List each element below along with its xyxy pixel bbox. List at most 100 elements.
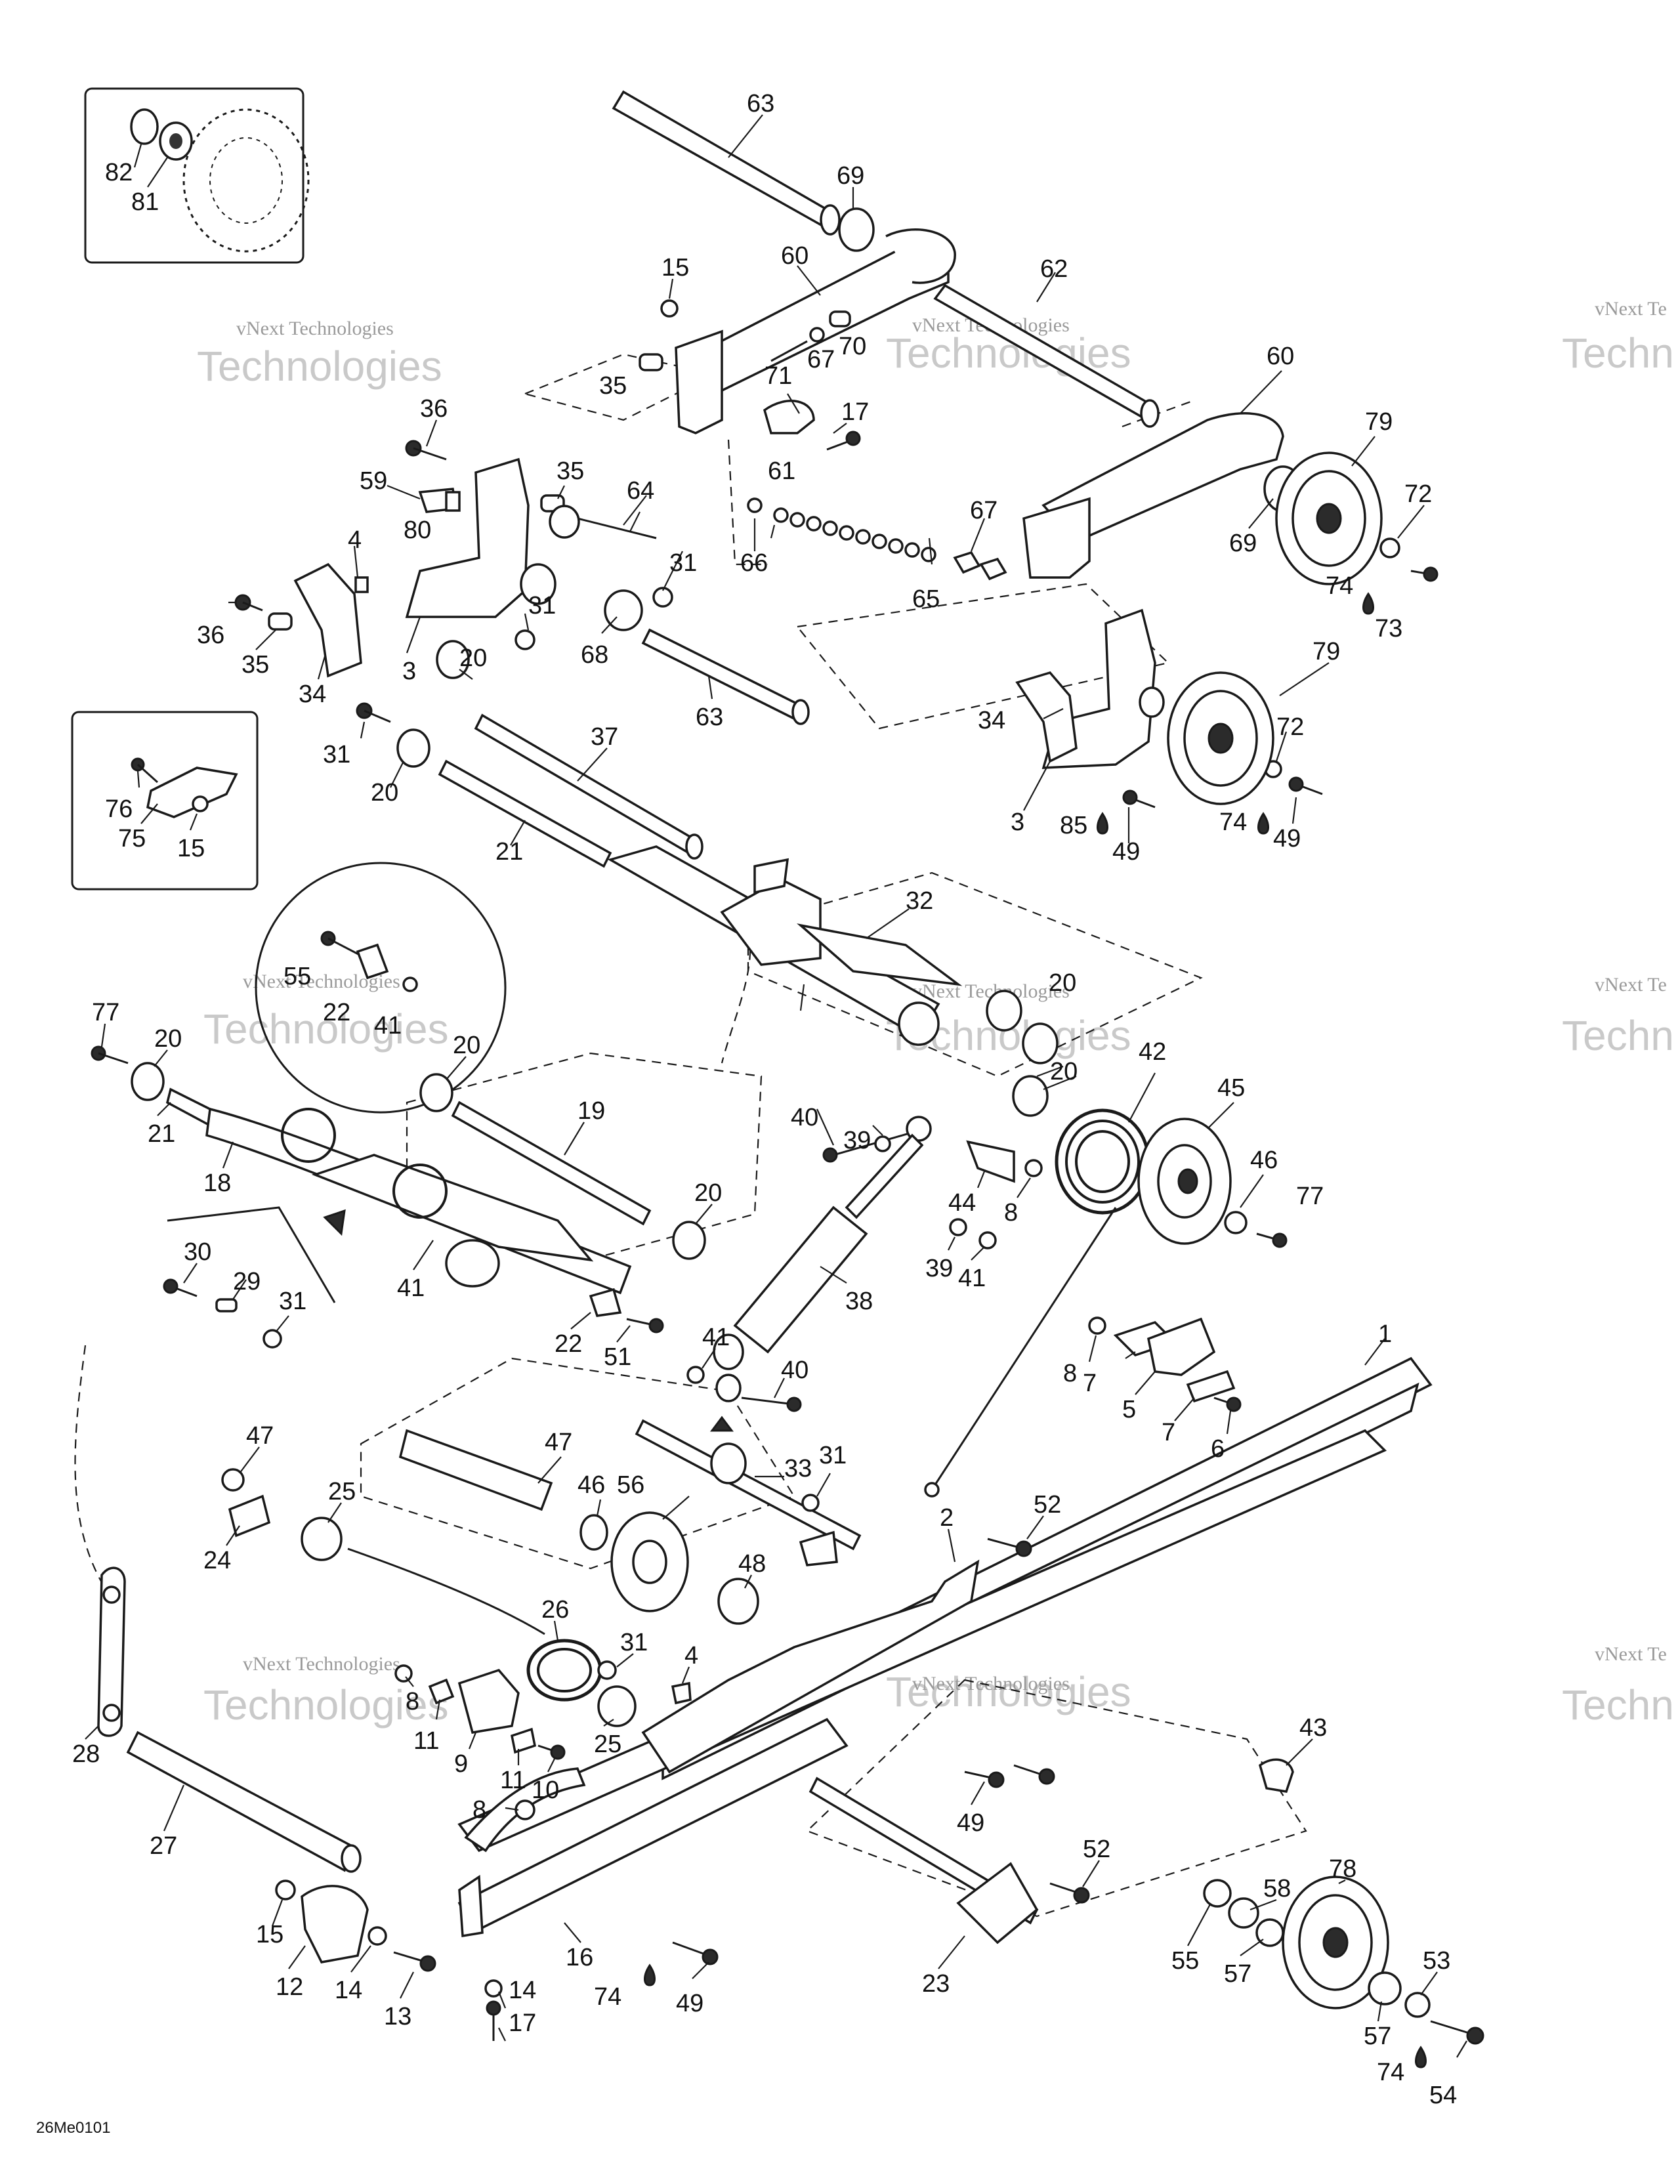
- spacer-70: [829, 310, 851, 327]
- callout-24: 24: [203, 1547, 231, 1574]
- callout-5: 5: [1122, 1396, 1136, 1423]
- callout-55: 55: [1171, 1947, 1199, 1975]
- callout-47: 47: [545, 1429, 572, 1456]
- watermark-tech: Technologies: [203, 1005, 449, 1053]
- callout-74: 74: [594, 1983, 621, 2011]
- watermark-fragment: Techn: [1562, 329, 1674, 377]
- nut-8-pad9: [394, 1664, 413, 1683]
- nut-31-left: [262, 1329, 282, 1349]
- callout-75: 75: [118, 825, 146, 852]
- callout-35: 35: [599, 372, 627, 400]
- callout-27: 27: [150, 1832, 177, 1860]
- callout-74: 74: [1377, 2059, 1404, 2086]
- callout-21: 21: [495, 838, 523, 866]
- shaft-19: [451, 1101, 652, 1226]
- callout-55: 55: [284, 963, 311, 990]
- callout-63: 63: [747, 90, 774, 117]
- spacer-35-lower: [268, 612, 293, 631]
- cam-61: [763, 400, 815, 434]
- inset-76-75-15: [71, 711, 259, 891]
- drop-icon: [644, 1964, 656, 1986]
- callout-26: 26: [541, 1596, 569, 1624]
- callout-77: 77: [92, 999, 119, 1026]
- inset-82-81: [84, 87, 310, 264]
- callout-53: 53: [1423, 1947, 1450, 1975]
- callout-7: 7: [1162, 1419, 1175, 1446]
- arrow-marker: [323, 1209, 346, 1236]
- left-side-plate-assembly: [234, 353, 810, 725]
- callout-43: 43: [1299, 1714, 1327, 1742]
- callout-3: 3: [402, 658, 416, 685]
- callout-61: 61: [768, 457, 795, 485]
- callout-56: 56: [617, 1471, 644, 1499]
- slide-rail-1: [457, 1356, 1433, 1938]
- washer-46-right: [1224, 1211, 1248, 1234]
- callout-57: 57: [1364, 2023, 1391, 2050]
- left-lower-parts: [97, 1566, 503, 2041]
- callout-79: 79: [1365, 408, 1393, 436]
- callout-31: 31: [528, 592, 556, 620]
- bushing-20-c: [986, 990, 1022, 1032]
- callout-70: 70: [839, 333, 866, 360]
- plate-11-lower: [510, 1727, 537, 1754]
- callout-29: 29: [233, 1268, 261, 1295]
- callout-85: 85: [1060, 812, 1087, 839]
- callout-76: 76: [105, 795, 133, 823]
- watermark-fragment: Techn: [1562, 1681, 1674, 1729]
- shaft-21: [438, 759, 612, 868]
- callout-9: 9: [454, 1750, 468, 1778]
- callout-58: 58: [1263, 1875, 1291, 1902]
- callout-38: 38: [845, 1288, 873, 1315]
- ring-47: [221, 1468, 245, 1492]
- nut-31-lower: [514, 629, 536, 650]
- watermark-fragment: vNext Te: [1595, 1643, 1667, 1665]
- bolt-71: [770, 340, 808, 362]
- washer-14-left: [368, 1926, 387, 1946]
- bushing-25-upper: [301, 1517, 343, 1561]
- shock-absorber-38: [686, 1116, 1043, 1412]
- callout-46: 46: [1250, 1146, 1278, 1174]
- callout-25: 25: [594, 1731, 621, 1758]
- arm-60-left-bracket: [675, 329, 723, 434]
- callout-6: 6: [1211, 1435, 1225, 1463]
- bushing-20-arm: [419, 1073, 453, 1112]
- callout-68: 68: [581, 641, 608, 669]
- watermark-tech: Technologies: [203, 1681, 449, 1729]
- callout-14: 14: [509, 1977, 536, 2004]
- callout-67: 67: [970, 497, 998, 524]
- nut-8-pad5: [1088, 1316, 1106, 1335]
- callout-48: 48: [738, 1550, 766, 1578]
- callout-11: 11: [413, 1727, 439, 1755]
- callout-20: 20: [371, 779, 398, 807]
- callout-31: 31: [819, 1442, 847, 1469]
- callout-10: 10: [532, 1776, 559, 1804]
- callout-25: 25: [328, 1478, 356, 1505]
- callout-3: 3: [1011, 808, 1024, 836]
- pad-5: [1146, 1317, 1216, 1376]
- shaft-37: [474, 713, 698, 855]
- watermark-text: vNext Technologies: [912, 1673, 1070, 1694]
- callout-20: 20: [694, 1179, 722, 1207]
- bushing-20-d: [1022, 1022, 1059, 1064]
- side-plate-3-left: [405, 457, 530, 618]
- bushing-left: [520, 563, 556, 605]
- link-28: [97, 1566, 126, 1737]
- callout-49: 49: [1112, 838, 1140, 866]
- callout-79: 79: [1312, 638, 1340, 665]
- rear-axle-assembly: [808, 1776, 1484, 2045]
- bushing-20-arm-end: [672, 1221, 706, 1260]
- callout-13: 13: [384, 2003, 411, 2030]
- callout-57: 57: [1224, 1960, 1251, 1988]
- callout-39: 39: [925, 1255, 953, 1282]
- plate-24: [228, 1494, 271, 1538]
- callout-41: 41: [397, 1274, 425, 1302]
- callout-49: 49: [1273, 825, 1301, 852]
- block-12: [301, 1885, 369, 1964]
- bushing-20-a: [436, 640, 470, 679]
- callout-4: 4: [348, 526, 362, 554]
- callout-17: 17: [509, 2009, 536, 2037]
- callout-15: 15: [662, 254, 689, 282]
- washer-67: [809, 327, 825, 343]
- callout-62: 62: [1040, 255, 1068, 283]
- drawing-code: 26Me0101: [36, 2119, 110, 2137]
